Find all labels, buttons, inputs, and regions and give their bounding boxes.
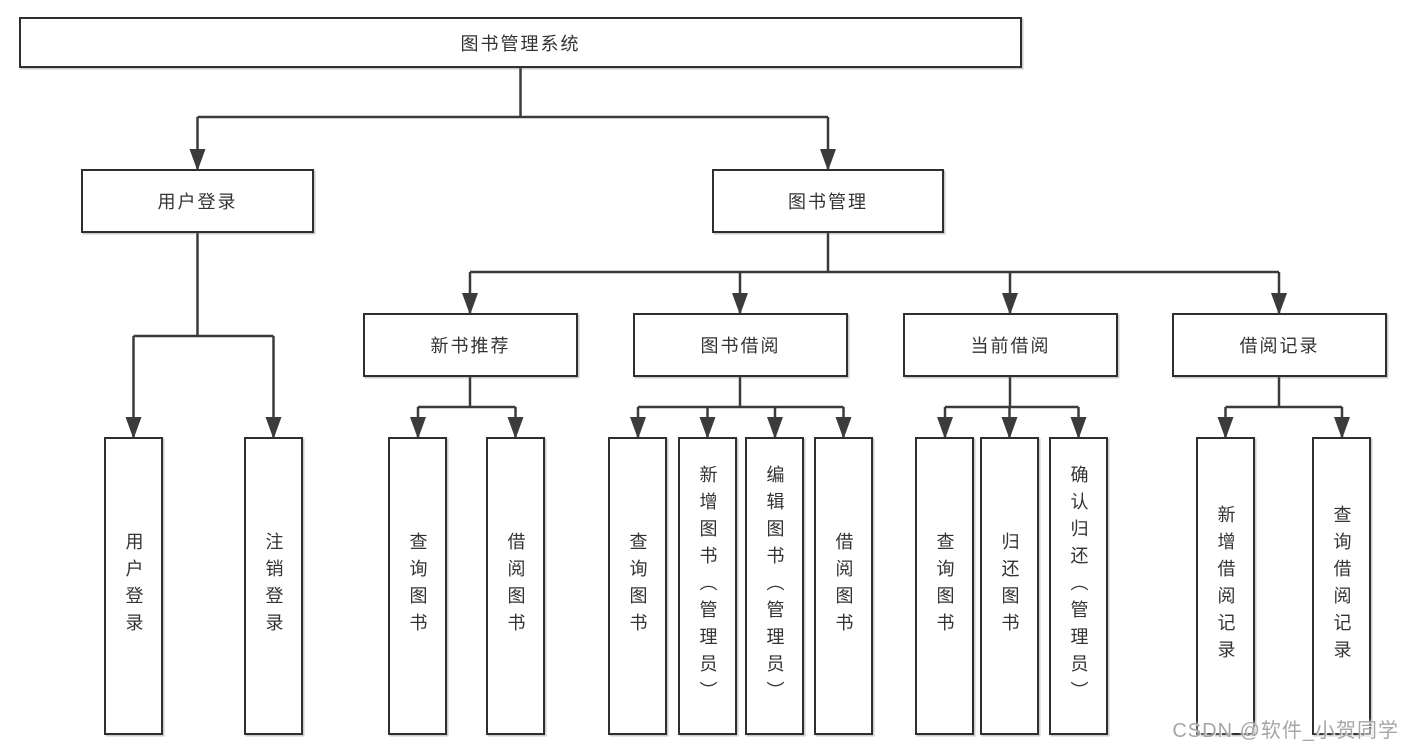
node-current-borrowing: 当前借阅	[903, 313, 1118, 377]
leaf-label: 查询图书	[627, 532, 648, 640]
leaf-return-book: 归还图书	[980, 437, 1039, 735]
node-library-system: 图书管理系统	[19, 17, 1022, 68]
leaf-borrow-books-recommend: 借阅图书	[486, 437, 545, 735]
leaf-logout: 注销登录	[244, 437, 303, 735]
leaf-edit-book-admin: 编辑图书（管理员）	[745, 437, 804, 735]
leaf-label: 查询图书	[934, 532, 955, 640]
connector-arrows	[125, 117, 1350, 439]
leaf-label: 查询借阅记录	[1331, 505, 1352, 667]
node-new-book-recommendation: 新书推荐	[363, 313, 578, 377]
node-user-login: 用户登录	[81, 169, 314, 233]
leaf-label: 借阅图书	[505, 532, 526, 640]
leaf-query-borrow-record: 查询借阅记录	[1312, 437, 1371, 735]
csdn-watermark: CSDN @软件_小贺同学	[1172, 720, 1399, 742]
leaf-query-books-recommend: 查询图书	[388, 437, 447, 735]
node-borrowing-records: 借阅记录	[1172, 313, 1387, 377]
leaf-label: 新增图书（管理员）	[697, 464, 718, 708]
leaf-query-books-borrowing: 查询图书	[608, 437, 667, 735]
leaf-label: 借阅图书	[833, 532, 854, 640]
node-book-borrowing: 图书借阅	[633, 313, 848, 377]
leaf-label: 用户登录	[123, 532, 144, 640]
node-book-management: 图书管理	[712, 169, 944, 233]
leaf-label: 查询图书	[407, 532, 428, 640]
leaf-query-books-current: 查询图书	[915, 437, 974, 735]
leaf-label: 编辑图书（管理员）	[764, 464, 785, 708]
leaf-add-book-admin: 新增图书（管理员）	[678, 437, 737, 735]
leaf-label: 确认归还（管理员）	[1068, 464, 1089, 708]
leaf-add-borrow-record: 新增借阅记录	[1196, 437, 1255, 735]
leaf-borrow-books-borrowing: 借阅图书	[814, 437, 873, 735]
leaf-confirm-return-admin: 确认归还（管理员）	[1049, 437, 1108, 735]
leaf-label: 注销登录	[263, 532, 284, 640]
leaf-user-login: 用户登录	[104, 437, 163, 735]
leaf-label: 归还图书	[999, 532, 1020, 640]
leaf-label: 新增借阅记录	[1215, 505, 1236, 667]
